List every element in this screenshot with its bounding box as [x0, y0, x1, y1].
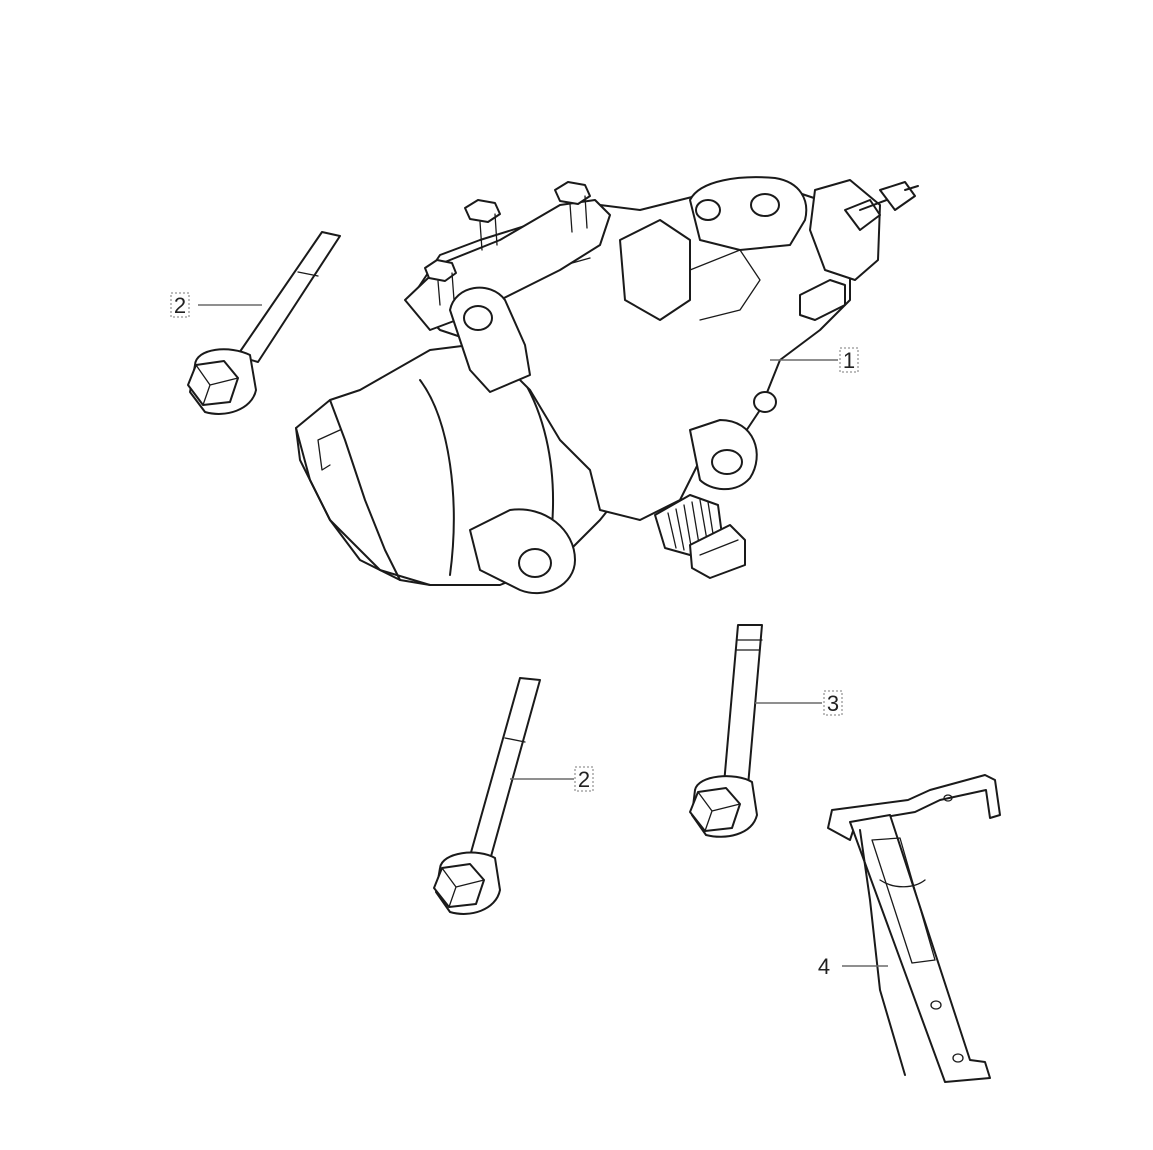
- callout-1: 1: [839, 347, 859, 373]
- steering-gear-part[interactable]: [295, 176, 919, 595]
- bracket-part-4[interactable]: [827, 774, 1001, 1083]
- callout-2-lower-label: 2: [578, 767, 590, 792]
- callout-1-label: 1: [843, 348, 855, 373]
- callout-2-upper-label: 2: [174, 293, 186, 318]
- callout-3-label: 3: [827, 691, 839, 716]
- callout-2-upper: 2: [170, 292, 190, 318]
- long-bolt-upper[interactable]: [187, 231, 341, 415]
- callout-2-lower: 2: [574, 766, 594, 792]
- bolt-part-3[interactable]: [689, 624, 763, 838]
- callout-4: 4: [818, 954, 830, 979]
- callout-4-label: 4: [818, 954, 830, 979]
- long-bolt-lower[interactable]: [433, 677, 541, 915]
- callout-3: 3: [823, 690, 843, 716]
